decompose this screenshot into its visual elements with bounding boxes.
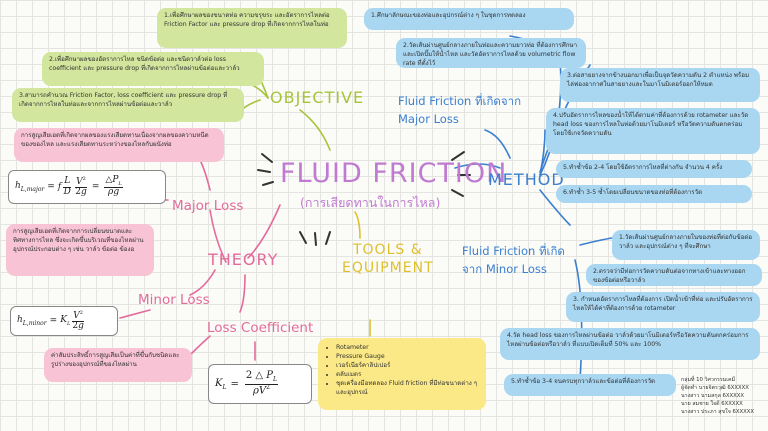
minor-step-4-text: 4.วัด head loss ของการไหลผ่านข้อต่อ วาล์… [507,332,749,348]
minor-step-5-text: 5.ทำซ้ำข้อ 3-4 จนครบทุกวาล์วและข้อต่อที่… [511,378,656,385]
minor-step-1-text: 1.วัดเส้นผ่านศูนย์กลางภายในของท่อที่ต่อก… [619,234,753,250]
tools-heading-line2: EQUIPMENT [342,259,434,276]
page-subtitle: (การเสียดทานในการไหล) [300,195,441,210]
tools-item: เวอร์เนียร์คาลิปเปอร์ [336,362,478,371]
objective-item-1: 1.เพื่อศึกษาผลของขนาดท่อ ความขรุขระ และอ… [157,8,347,48]
tools-list: Rotameter Pressure Gauge เวอร์เนียร์คาลิ… [318,338,486,410]
minor-step-2-text: 2.ตรวจว่ามีท่อการวัดความดันต่อจากทางเข้า… [593,268,746,284]
page-title: FLUID FRICTION [280,158,508,189]
minor-step-3: 3. กำหนดอัตราการไหลที่ต้องการ เปิดน้ำเข้… [566,292,760,322]
major-step-2-text: 2.วัดเส้นผ่านศูนย์กลางภายในท่อและความยาว… [403,42,578,67]
major-step-3: 3.ต่อสายยางจากข้างนอกมาเพื่อเป็นจุดวัดคว… [560,68,760,102]
minor-loss-description: การสูญเสียเฮดที่เกิดจากการเปลี่ยนขนาดและ… [6,224,154,276]
objective-heading: OBJECTIVE [270,88,365,107]
major-step-5: 5.ทำซ้ำข้อ 2-4 โดยใช้อัตราการไหลที่ต่างก… [556,160,752,178]
major-loss-formula-lhs: hL,major [15,181,45,193]
credit-line: กลุ่มที่ 10 วิศวกรรมเคมี [681,377,736,383]
major-step-2: 2.วัดเส้นผ่านศูนย์กลางภายในท่อและความยาว… [396,38,586,68]
major-step-4: 4.ปรับอัตราการไหลของน้ำให้ได้ตามค่าที่ต้… [546,108,760,154]
minor-step-2: 2.ตรวจว่ามีท่อการวัดความดันต่อจากทางเข้า… [586,264,762,286]
major-step-3-text: 3.ต่อสายยางจากข้างนอกมาเพื่อเป็นจุดวัดคว… [567,72,750,88]
minor-loss-label: Minor Loss [138,292,210,308]
objective-item-1-text: 1.เพื่อศึกษาผลของขนาดท่อ ความขรุขระ และอ… [164,12,330,28]
group-credits: กลุ่มที่ 10 วิศวกรรมเคมี ผู้จัดทำ นายจิต… [681,377,754,417]
major-step-1-text: 1.ศึกษาลักษณะของท่อและอุปกรณ์ต่าง ๆ ในชุ… [371,12,526,19]
loss-coefficient-label: Loss Coefficient [207,320,314,336]
minor-loss-description-text: การสูญเสียเฮดที่เกิดจากการเปลี่ยนขนาดและ… [13,228,144,253]
objective-item-2: 2.เพื่อศึกษาผลของอัตราการไหล ชนิดข้อต่อ … [42,52,264,86]
tools-heading: TOOLS & EQUIPMENT [342,242,434,277]
tools-item: ตลับเมตร [336,371,478,380]
minor-step-5: 5.ทำซ้ำข้อ 3-4 จนครบทุกวาล์วและข้อต่อที่… [504,374,676,396]
theory-heading: THEORY [208,250,279,269]
loss-coefficient-description-text: ค่าสัมประสิทธิ์การสูญเสียเป็นค่าที่ขึ้นก… [51,352,180,368]
objective-item-3-text: 3.สามารถคำนวณ Friction Factor, loss coef… [19,92,228,108]
minor-step-4: 4.วัด head loss ของการไหลผ่านข้อต่อ วาล์… [500,328,760,360]
method-heading: METHOD [488,170,565,189]
credit-line: นาย สมชาย ใจดี 6XXXXX [681,400,743,407]
minor-loss-method-heading: Fluid Friction ที่เกิดจาก Minor Loss [462,244,565,277]
major-step-6: 6.ทำซ้ำ 3-5 ซ้ำโดยเปลี่ยนขนาดของท่อที่ต้… [556,185,752,203]
major-loss-description: การสูญเสียเฮดที่เกิดจากผลของแรงเสียดทานเ… [14,128,224,162]
loss-coefficient-description: ค่าสัมประสิทธิ์การสูญเสียเป็นค่าที่ขึ้นก… [44,348,192,382]
major-loss-label: Major Loss [172,198,244,214]
credit-line: นางสาว ประภา สุขใจ 6XXXXX [681,408,754,415]
tools-heading-line1: TOOLS & [352,242,423,258]
objective-item-2-text: 2.เพื่อศึกษาผลของอัตราการไหล ชนิดข้อต่อ … [49,56,240,72]
minor-step-1: 1.วัดเส้นผ่านศูนย์กลางภายในของท่อที่ต่อก… [612,230,760,260]
major-step-5-text: 5.ทำซ้ำข้อ 2-4 โดยใช้อัตราการไหลที่ต่างก… [563,164,723,171]
credit-line: ผู้จัดทำ นายจิตรวุฒิ 6XXXXX [681,384,749,391]
major-loss-method-heading: Fluid Friction ที่เกิดจาก Major Loss [398,94,522,127]
major-loss-description-text: การสูญเสียเฮดที่เกิดจากผลของแรงเสียดทานเ… [21,132,209,148]
objective-item-3: 3.สามารถคำนวณ Friction Factor, loss coef… [12,88,244,122]
tools-item: ชุดเครื่องมือทดลอง Fluid friction ที่มีท… [336,380,478,398]
tools-item: Rotameter [336,344,478,353]
major-step-6-text: 6.ทำซ้ำ 3-5 ซ้ำโดยเปลี่ยนขนาดของท่อที่ต้… [563,189,703,196]
credit-line: นางสาว นามสกุล 6XXXXX [681,392,745,399]
tools-item: Pressure Gauge [336,353,478,362]
major-step-1: 1.ศึกษาลักษณะของท่อและอุปกรณ์ต่าง ๆ ในชุ… [364,8,574,30]
major-step-4-text: 4.ปรับอัตราการไหลของน้ำให้ได้ตามค่าที่ต้… [553,112,749,137]
minor-step-3-text: 3. กำหนดอัตราการไหลที่ต้องการ เปิดน้ำเข้… [573,296,753,312]
